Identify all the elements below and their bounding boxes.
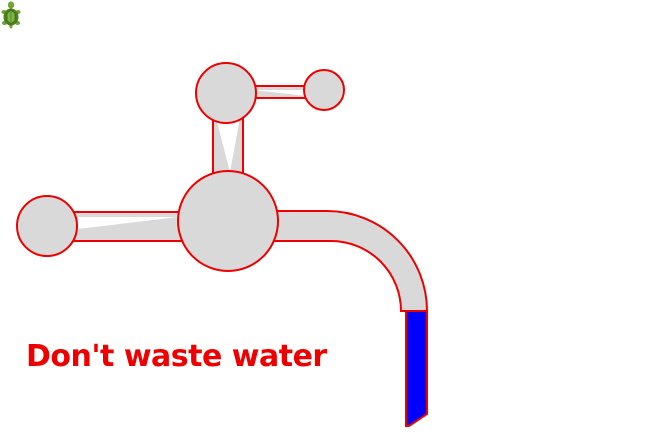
upper-knob[interactable] xyxy=(195,62,257,124)
tap-body xyxy=(177,170,279,272)
conservation-message: Don't waste water xyxy=(26,339,327,374)
upper-handle-knob[interactable] xyxy=(303,69,345,111)
water-stream xyxy=(405,310,428,427)
turtle-icon xyxy=(1,1,21,29)
tap-spout xyxy=(264,210,429,312)
left-handle-knob[interactable] xyxy=(16,195,78,257)
